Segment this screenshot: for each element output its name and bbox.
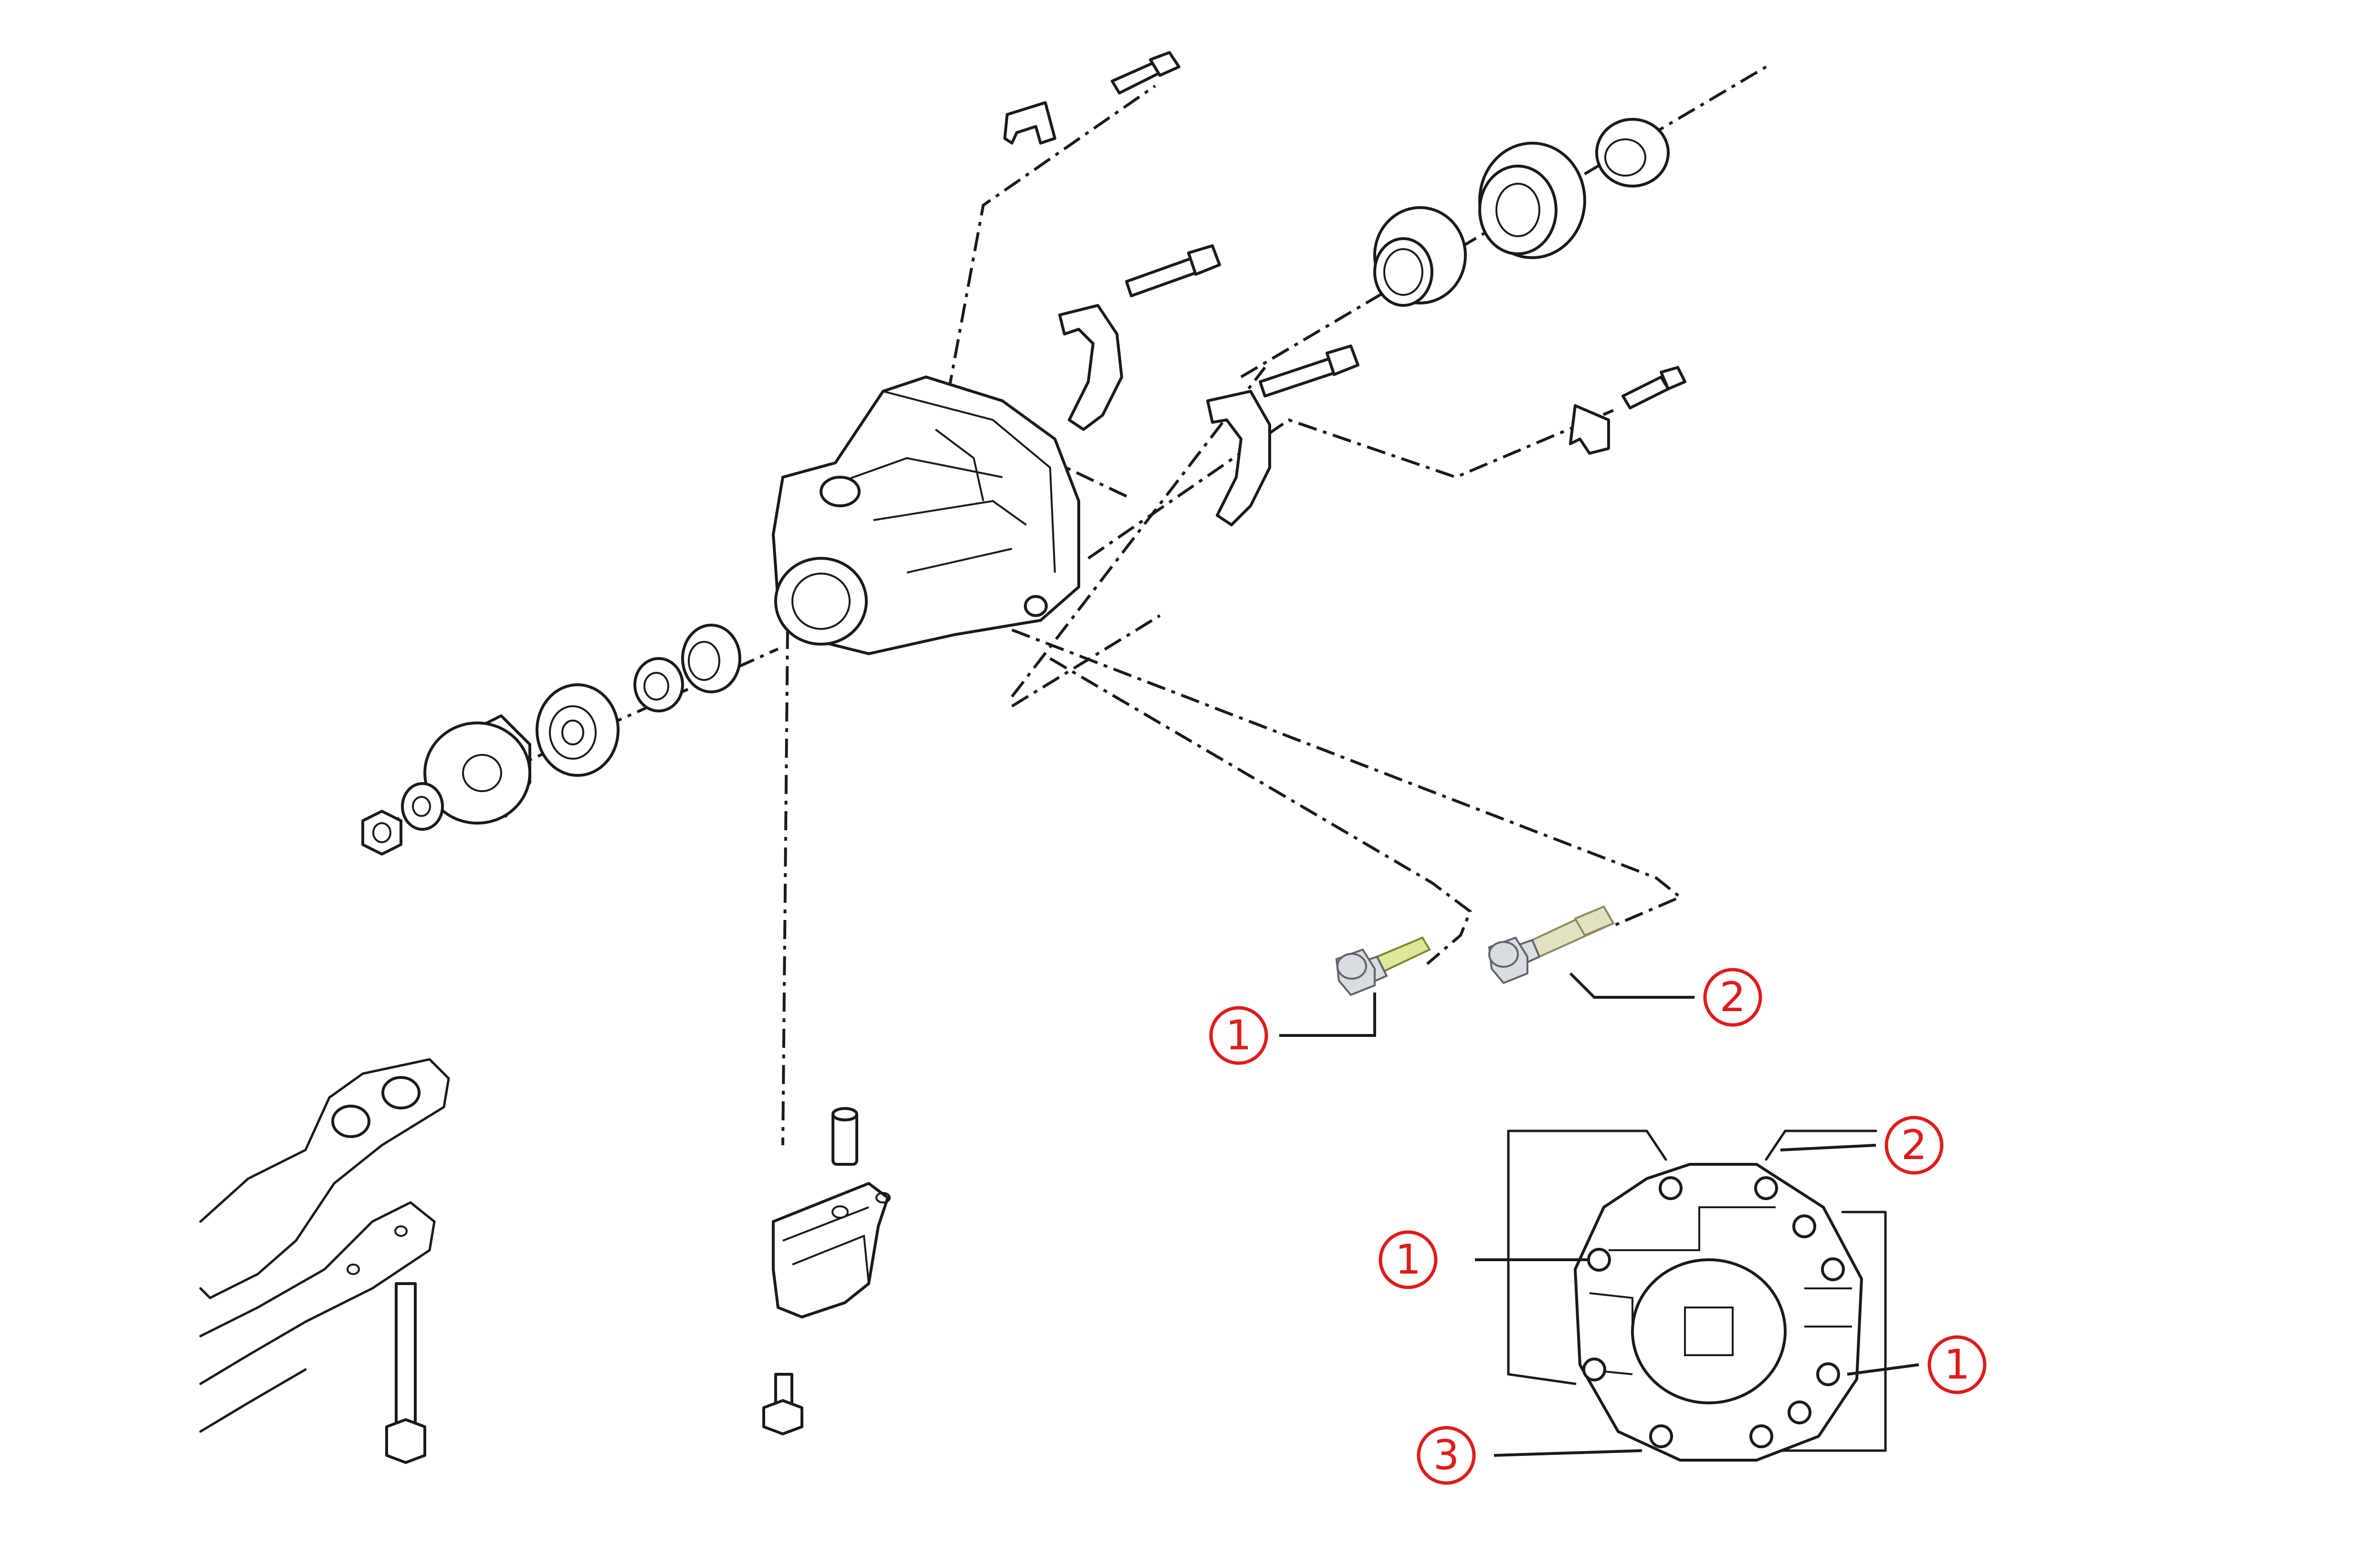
callout-cover-bottom-left: 3 <box>1417 1426 1476 1485</box>
bearing-cap-left <box>1058 304 1123 431</box>
lower-bolt-right <box>1621 366 1686 409</box>
bolt-2-leader <box>1569 972 1694 999</box>
arm-long-bolt <box>385 1282 426 1464</box>
pinion-washer <box>401 782 444 831</box>
rear-cover-view <box>1507 1129 1887 1462</box>
bolt-1-leader <box>1279 993 1376 1037</box>
side-bearing <box>1478 142 1586 259</box>
callout-cover-right-label: 1 <box>1944 1341 1970 1389</box>
companion-flange <box>423 714 531 825</box>
upper-bolt-top <box>1111 51 1180 94</box>
pinion-front-bearing <box>536 683 620 777</box>
mount-pin <box>831 1107 858 1166</box>
callout-cover-top-right: 2 <box>1884 1116 1944 1175</box>
pinion-bearing <box>681 624 741 693</box>
callout-bolt-1-label: 1 <box>1226 1012 1252 1059</box>
pinion-nut <box>361 810 402 856</box>
bolt-2-photo <box>1488 905 1615 984</box>
bolt-1-photo <box>1335 936 1431 996</box>
callout-cover-top-right-label: 2 <box>1901 1121 1927 1169</box>
callout-bolt-1: 1 <box>1209 1006 1268 1065</box>
bearing-cap-right <box>1206 390 1271 526</box>
callout-cover-right: 1 <box>1927 1335 1987 1394</box>
bearing-cap-bolt-1 <box>1125 244 1221 297</box>
callout-cover-left-label: 1 <box>1395 1236 1421 1284</box>
rear-mount-bracket <box>772 1182 891 1318</box>
mount-bolt <box>762 1373 803 1435</box>
differential-carrier <box>772 376 1080 655</box>
callout-cover-left: 1 <box>1379 1230 1438 1289</box>
side-oil-seal <box>1595 118 1670 188</box>
pinion-spacer <box>633 657 684 712</box>
rear-member-arm <box>199 1058 450 1433</box>
lower-bracket-right <box>1569 404 1610 455</box>
upper-bracket-top <box>1003 101 1056 145</box>
bearing-cap-bolt-2 <box>1259 345 1359 397</box>
side-gear-bushing <box>1373 206 1467 307</box>
cover-leaders <box>1475 1144 1919 1457</box>
callout-cover-bottom-left-label: 3 <box>1433 1432 1460 1479</box>
callout-bolt-2-label: 2 <box>1720 973 1746 1021</box>
callout-bolt-2: 2 <box>1703 968 1762 1027</box>
